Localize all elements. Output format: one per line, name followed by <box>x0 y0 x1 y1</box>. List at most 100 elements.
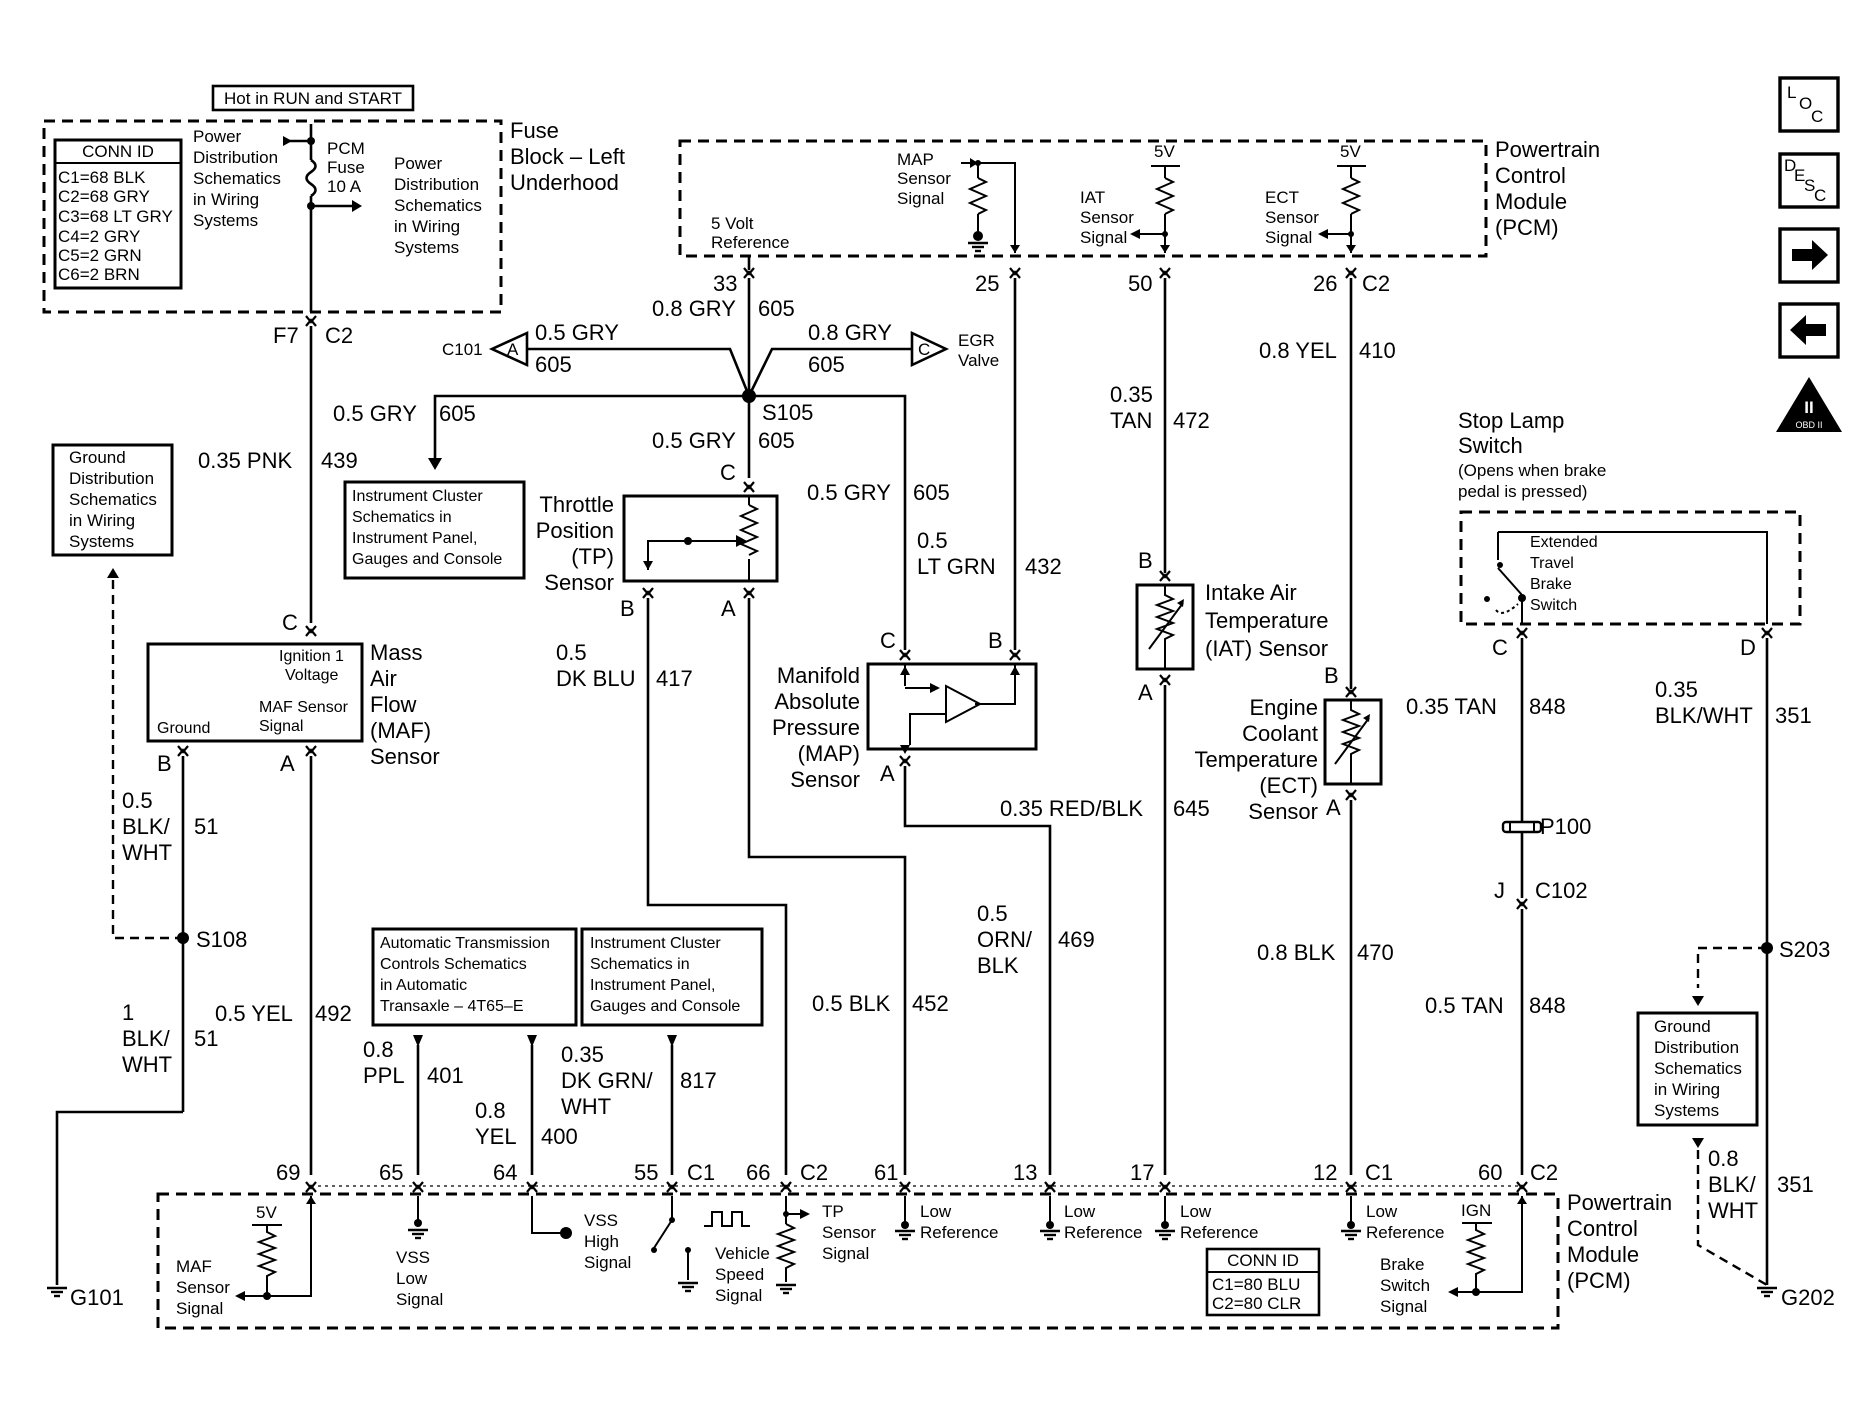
text-line: WHT <box>1708 1198 1758 1223</box>
text-line: (MAP) <box>798 741 860 766</box>
orn-469-label: 0.5 ORN/ BLK 469 <box>977 901 1095 978</box>
conn-row: C5=2 GRN <box>58 246 142 265</box>
fuse-label: PCM Fuse 10 A <box>327 139 365 196</box>
conn-id-rows: C1=68 BLK C2=68 GRY C3=68 LT GRY C4=2 GR… <box>58 168 173 284</box>
pin-label: A <box>1326 795 1341 820</box>
trans-text: Automatic Transmission Controls Schemati… <box>380 935 550 1015</box>
brake-switch-text: Extended Travel Brake Switch <box>1530 534 1598 614</box>
pin-c2: C2 <box>325 323 353 348</box>
amplifier-icon <box>945 684 983 724</box>
text-line: 0.8 <box>475 1098 506 1123</box>
text-line: Valve <box>958 351 999 370</box>
text-line: pedal is pressed) <box>1458 482 1587 501</box>
text-line: 0.5 GRY <box>535 320 619 345</box>
loc-button[interactable]: LOC <box>1778 76 1840 133</box>
text-line: Temperature <box>1194 747 1318 772</box>
instrument-cluster-bottom-box[interactable] <box>580 927 764 1027</box>
power-dist-left-text: Power Distribution Schematics in Wiring … <box>193 127 281 230</box>
text-line: Brake <box>1380 1255 1424 1274</box>
text-line: (Opens when brake <box>1458 461 1606 480</box>
blkwht-51a-label: 0.5 BLK/ WHT 51 <box>122 788 218 865</box>
text-line: 351 <box>1775 703 1812 728</box>
text-line: Controls Schematics <box>380 956 527 973</box>
pin-17: 17 <box>1130 1160 1154 1185</box>
blkwht-351a-label: 0.35 BLK/WHT 351 <box>1655 677 1812 728</box>
text-line: 0.5 GRY <box>807 480 891 505</box>
arrow-right-icon <box>1792 240 1828 270</box>
pin-label: B <box>1138 548 1153 573</box>
splice-label: S108 <box>196 927 247 952</box>
text-line: 0.8 BLK <box>1257 940 1336 965</box>
resistor-icon <box>967 177 989 215</box>
text-line: 0.8 GRY <box>652 296 736 321</box>
text-line: 401 <box>427 1063 464 1088</box>
trans-controls-box[interactable] <box>371 927 578 1027</box>
prev-arrow-button[interactable] <box>1778 302 1840 359</box>
text-line: IGN <box>1461 1201 1491 1220</box>
ect-sensor: B Engine Coolant Temperature (ECT) Senso… <box>1194 663 1383 824</box>
text-line: Distribution <box>394 175 479 194</box>
text-line: Throttle <box>539 492 614 517</box>
text-line: (IAT) Sensor <box>1205 636 1328 661</box>
text-line: Instrument Cluster <box>590 935 721 952</box>
ground-dist-left-box[interactable] <box>51 443 174 557</box>
pin-label: C <box>880 628 896 653</box>
next-arrow-button[interactable] <box>1778 227 1840 284</box>
text-line: 605 <box>535 352 572 377</box>
svg-text:II: II <box>1804 398 1813 417</box>
wire-label: 0.35 PNK <box>198 448 292 473</box>
text-line: Stop Lamp <box>1458 408 1564 433</box>
pcm-bottom: 69 65 64 55 C1 66 C2 61 13 17 12 C1 60 C… <box>156 1160 1672 1330</box>
text-line: BLK/ <box>122 1026 171 1051</box>
connector-c101: C101 <box>442 340 483 359</box>
pin-64: 64 <box>493 1160 517 1185</box>
text-line: WHT <box>122 1052 172 1077</box>
text-line: Sensor <box>544 570 614 595</box>
pin-65: 65 <box>379 1160 403 1185</box>
pin-label: A <box>1138 680 1153 705</box>
text-line: Low <box>1366 1202 1398 1221</box>
iat-sensor: B Intake Air Temperature (IAT) Sensor A <box>1135 548 1329 705</box>
text-line: PCM <box>327 139 365 158</box>
text-line: Fuse <box>327 158 365 177</box>
text-line: Ignition 1 <box>279 648 344 665</box>
conn-row: C1=80 BLU <box>1212 1275 1300 1294</box>
text-line: 817 <box>680 1068 717 1093</box>
pin-label: D <box>1740 635 1756 660</box>
text-line: TP <box>822 1202 844 1221</box>
pin-label: A <box>721 596 736 621</box>
text-line: in Wiring <box>69 511 135 530</box>
text-line: Powertrain <box>1495 137 1600 162</box>
potentiometer-icon <box>738 504 760 556</box>
pin-66: 66 <box>746 1160 770 1185</box>
text-line: Low <box>1064 1202 1096 1221</box>
fuse-block-title: Fuse Block – Left Underhood <box>510 118 625 195</box>
text-line: Flow <box>370 692 417 717</box>
text-line: ORN/ <box>977 927 1033 952</box>
text-line: Fuse <box>510 118 559 143</box>
conn-row: C3=68 LT GRY <box>58 207 173 226</box>
text-line: Vehicle <box>715 1244 770 1263</box>
pin-label: B <box>157 751 172 776</box>
instrument-cluster-box[interactable] <box>343 480 526 580</box>
text-line: Low <box>1180 1202 1212 1221</box>
text-line: Module <box>1567 1242 1639 1267</box>
power-dist-right-text: Power Distribution Schematics in Wiring … <box>394 154 482 257</box>
text-line: Signal <box>822 1244 869 1263</box>
text-line: Sensor <box>1248 799 1318 824</box>
ground-dist-right-box[interactable] <box>1636 1011 1759 1127</box>
text-line: Underhood <box>510 170 619 195</box>
obd-ii-icon[interactable]: II OBD II <box>1776 377 1842 432</box>
text-line: 0.5 TAN <box>1425 993 1504 1018</box>
splice-label: S105 <box>762 400 813 425</box>
text-line: 400 <box>541 1124 578 1149</box>
text-line: Switch <box>1530 597 1577 614</box>
text-line: Low <box>396 1269 428 1288</box>
splice-s108 <box>177 932 189 944</box>
text-line: 605 <box>913 480 950 505</box>
text-line: Distribution <box>1654 1038 1739 1057</box>
conn-row: C4=2 GRY <box>58 227 140 246</box>
ground-icon <box>1755 1286 1779 1298</box>
